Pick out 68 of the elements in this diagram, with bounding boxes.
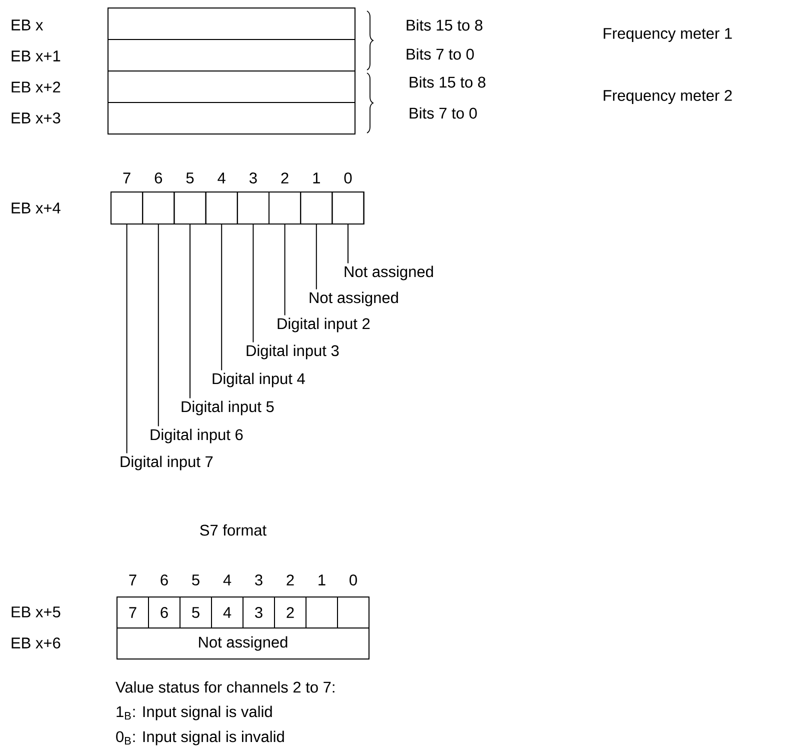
leader-text: Not assigned: [344, 266, 433, 280]
bit-number: 6: [154, 172, 162, 184]
leader-line: [221, 224, 222, 371]
leader-text: Digital input 4: [212, 372, 305, 388]
leader-line: [158, 224, 159, 427]
bit-number: 7: [123, 172, 130, 184]
bit-number: 1: [313, 172, 320, 184]
bit-cell: 2: [274, 596, 306, 628]
bits-label: Bits 7 to 0: [406, 48, 474, 60]
bit-number: 1: [318, 574, 326, 586]
bit-number: 2: [281, 172, 288, 184]
row-label: EB x+3: [12, 112, 60, 124]
register-row: [108, 102, 356, 134]
register-row: Not assigned: [116, 628, 370, 660]
bit-number: 3: [250, 172, 257, 184]
bit-cell: [337, 596, 370, 628]
bit-cell: [268, 192, 302, 224]
leader-text: Not assigned: [310, 292, 398, 306]
bit-cell: [142, 192, 175, 224]
leader-text: Digital input 6: [150, 428, 243, 444]
bit-number: 6: [160, 574, 168, 586]
leader-text: Digital input 3: [246, 344, 339, 360]
leader-text: Digital input 2: [278, 318, 370, 332]
leader-line: [126, 224, 128, 454]
bit-cell: 5: [180, 596, 212, 628]
leader-text: Digital input 7: [120, 456, 213, 470]
register-row: [108, 39, 356, 72]
row-label: EB x+5: [12, 606, 60, 618]
bit-number: 5: [192, 574, 200, 586]
bit-number: 0: [350, 574, 357, 586]
note-text: Value status for channels 2 to 7:: [116, 681, 334, 693]
bit-cell: [236, 192, 270, 224]
group-label: Frequency meter 2: [604, 90, 732, 104]
note-text: 1$_{B}$: Input signal is valid: [116, 706, 272, 720]
bit-cell: 3: [242, 596, 275, 628]
bit-cell: [174, 192, 206, 224]
bit-number: 7: [129, 574, 136, 586]
register-row: [108, 8, 356, 40]
row-label: EB x: [12, 20, 44, 30]
leader-text: Digital input 5: [182, 400, 274, 416]
row-label: EB x+6: [12, 638, 60, 648]
bit-cell: 6: [148, 596, 180, 628]
leader-line: [316, 224, 317, 290]
row-label: EB x+2: [12, 82, 60, 92]
leader-line: [252, 224, 254, 343]
bit-cell: [205, 192, 238, 224]
row-label: EB x+4: [12, 202, 60, 214]
heading: S7 format: [200, 524, 266, 536]
bit-cell: [300, 192, 333, 224]
bit-number: 3: [255, 574, 262, 586]
leader-line: [284, 224, 286, 316]
bit-number: 4: [223, 574, 232, 586]
bit-number: 4: [218, 172, 226, 184]
bit-cell: 4: [211, 596, 244, 628]
bit-cell: [306, 596, 338, 628]
bits-label: Bits 7 to 0: [410, 107, 477, 119]
bit-number: 0: [344, 172, 352, 184]
bits-label: Bits 15 to 8: [410, 76, 486, 88]
register-row: [108, 70, 356, 103]
bit-number: 5: [186, 172, 194, 184]
bit-cell: [332, 192, 364, 224]
note-text: 0$_{B}$: Input signal is invalid: [116, 730, 284, 746]
bit-number: 2: [286, 574, 294, 586]
group-label: Frequency meter 1: [604, 28, 732, 42]
bits-label: Bits 15 to 8: [406, 19, 482, 31]
bit-cell: [110, 192, 144, 224]
bit-cell: 7: [116, 596, 149, 628]
row-label: EB x+1: [12, 50, 60, 62]
